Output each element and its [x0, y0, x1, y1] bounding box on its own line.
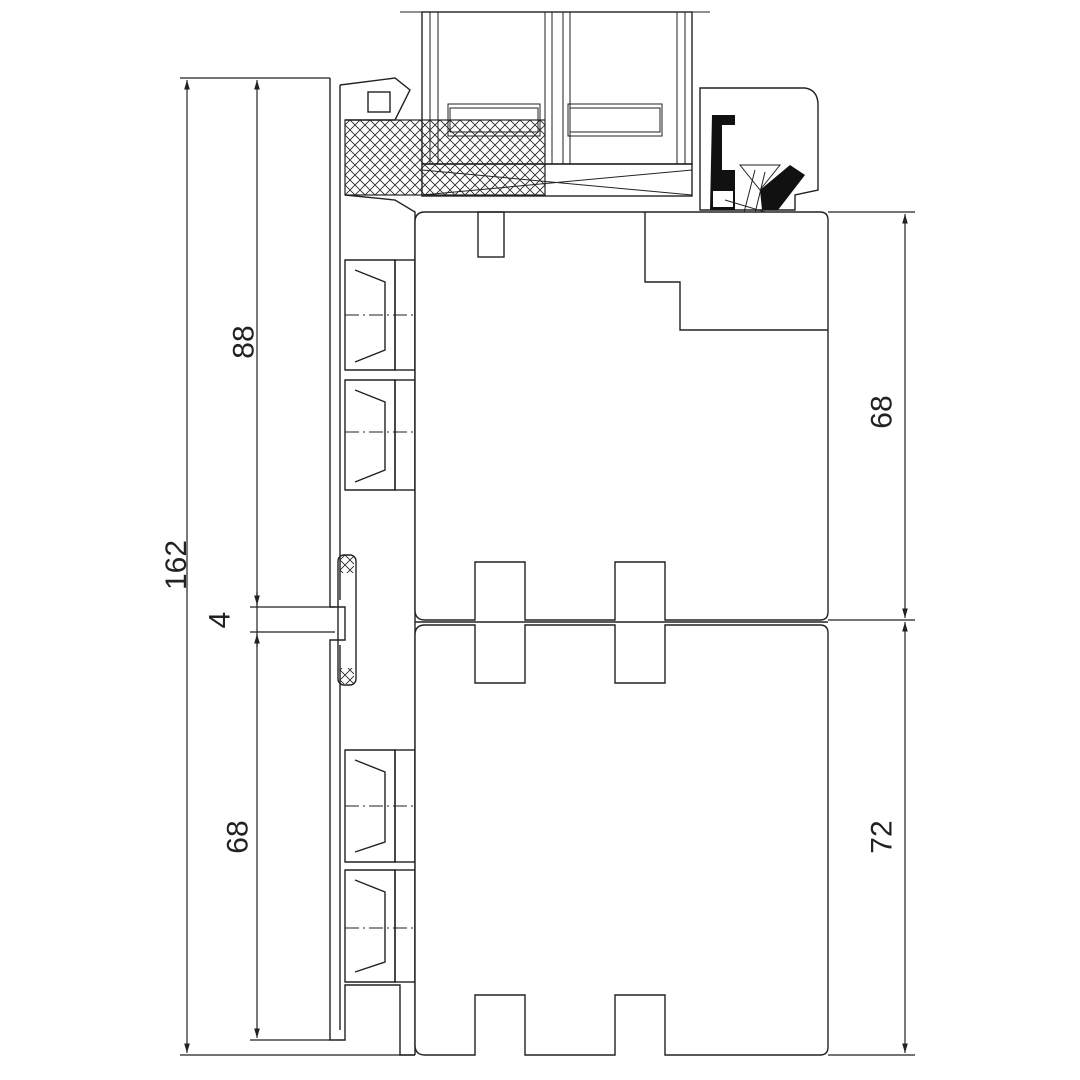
dim-lower-left: 68 — [221, 820, 255, 854]
timber-lower — [414, 624, 829, 1056]
dim-gap: 4 — [203, 611, 237, 629]
dimension-lines — [180, 77, 915, 1056]
dim-lower-right: 72 — [865, 820, 899, 854]
dim-upper-left: 88 — [227, 325, 261, 359]
glazing-unit — [344, 11, 710, 197]
glazing-bead — [699, 87, 819, 309]
dim-total-height: 162 — [160, 539, 194, 591]
timber-upper — [414, 211, 829, 621]
dim-upper-right: 68 — [865, 395, 899, 429]
